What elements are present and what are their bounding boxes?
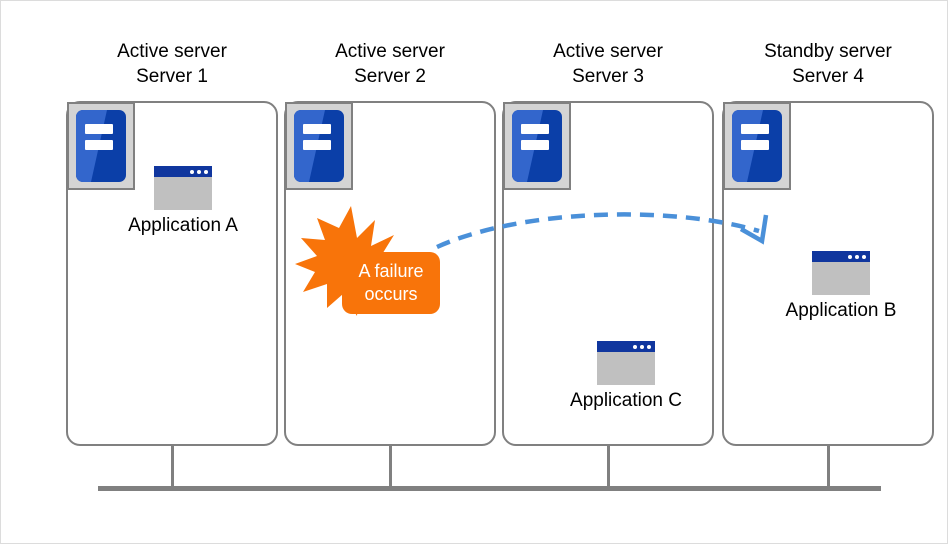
server-role-2: Active server (335, 41, 445, 62)
window-dot-icon (854, 254, 859, 259)
server-title-1: Active server Server 1 (66, 39, 278, 89)
application-window-icon (154, 166, 212, 210)
window-dot-icon (632, 344, 637, 349)
server-icon-bar (741, 140, 769, 150)
server-name-2: Server 2 (354, 66, 426, 87)
server-name-4: Server 4 (792, 66, 864, 87)
server-name-1: Server 1 (136, 66, 208, 87)
failure-badge[interactable]: A failure occurs (342, 252, 440, 314)
server-name-3: Server 3 (572, 66, 644, 87)
window-dot-icon (861, 254, 866, 259)
window-dot-icon (189, 169, 194, 174)
bus-drop-line-2 (389, 446, 392, 488)
server-role-1: Active server (117, 41, 227, 62)
application-b[interactable]: Application B (781, 251, 901, 322)
window-dot-icon (847, 254, 852, 259)
server-icon (503, 102, 571, 190)
failure-line-2: occurs (364, 284, 418, 304)
failure-line-1: A failure (358, 261, 424, 281)
window-titlebar (812, 251, 870, 262)
server-icon-bar (303, 140, 331, 150)
application-c[interactable]: Application C (566, 341, 686, 412)
server-title-2: Active server Server 2 (284, 39, 496, 89)
application-label: Application B (785, 300, 897, 321)
application-window-icon (812, 251, 870, 295)
server-icon-body (512, 110, 562, 182)
server-icon (723, 102, 791, 190)
server-icon-body (76, 110, 126, 182)
bus-drop-line-4 (827, 446, 830, 488)
server-icon-bar (85, 140, 113, 150)
bus-drop-line-1 (171, 446, 174, 488)
window-titlebar (597, 341, 655, 352)
server-icon-body (294, 110, 344, 182)
application-label: Application C (570, 390, 682, 411)
server-title-3: Active server Server 3 (502, 39, 714, 89)
server-icon-bar (85, 124, 113, 134)
server-icon (285, 102, 353, 190)
server-title-4: Standby server Server 4 (722, 39, 934, 89)
server-icon-bar (521, 124, 549, 134)
application-label: Application A (128, 215, 238, 236)
network-bus-icon (98, 486, 881, 491)
server-icon (67, 102, 135, 190)
server-icon-bar (521, 140, 549, 150)
window-dot-icon (203, 169, 208, 174)
server-role-3: Active server (553, 41, 663, 62)
server-icon-bar (741, 124, 769, 134)
window-dot-icon (196, 169, 201, 174)
window-titlebar (154, 166, 212, 177)
server-icon-body (732, 110, 782, 182)
window-dot-icon (639, 344, 644, 349)
bus-drop-line-3 (607, 446, 610, 488)
application-window-icon (597, 341, 655, 385)
window-dot-icon (646, 344, 651, 349)
server-role-4: Standby server (764, 41, 892, 62)
application-a[interactable]: Application A (123, 166, 243, 237)
server-icon-bar (303, 124, 331, 134)
